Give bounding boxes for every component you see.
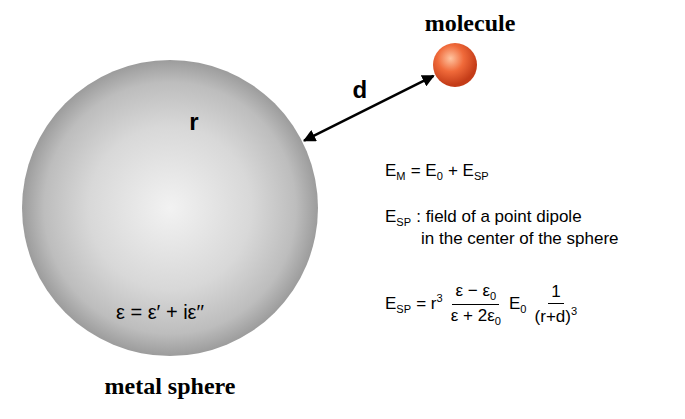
equation-term: ε + 2ε	[451, 306, 495, 325]
superscript: 3	[571, 305, 577, 317]
numerator: ε − ε0	[452, 281, 499, 305]
equation-term: (r+d)	[535, 307, 571, 326]
sphere-body	[433, 43, 477, 87]
subscript: M	[396, 170, 405, 182]
subscript: 0	[520, 303, 526, 315]
equation-term: = E	[411, 161, 437, 180]
molecule-caption: molecule	[425, 10, 516, 37]
equation-term: = r	[416, 294, 436, 313]
field-sum-equation: EM = E0 + ESP	[385, 161, 489, 183]
equation-term: E	[385, 294, 396, 313]
distance-arrow	[304, 76, 433, 141]
field-definition-note: ESP : field of a point dipole	[385, 207, 582, 229]
equation-term: E	[509, 294, 520, 313]
subscript: SP	[396, 303, 411, 315]
fraction: ε − ε0ε + 2ε0	[448, 281, 504, 328]
subscript: SP	[396, 216, 411, 228]
fraction: 1 (r+d)3	[532, 282, 581, 328]
equation-term: E	[385, 161, 396, 180]
subscript: 0	[490, 290, 496, 302]
equation-term: 1	[551, 282, 560, 301]
molecule-sphere: molecule	[433, 43, 477, 87]
sphere-caption: metal sphere	[105, 373, 236, 400]
field-definition-note: in the center of the sphere	[421, 229, 619, 249]
denominator: ε + 2ε0	[448, 305, 504, 328]
metal-sphere: ε = ε′ + iε′′metal sphere	[22, 60, 318, 356]
denominator: (r+d)3	[532, 304, 581, 328]
equation-term: in the center of the sphere	[421, 229, 619, 248]
equation-term: : field of a point dipole	[416, 207, 581, 226]
equation-term: E	[385, 207, 396, 226]
subscript: 0	[437, 170, 443, 182]
superscript: 3	[437, 292, 443, 304]
equation-term: ε − ε	[455, 281, 490, 300]
shape-outline	[433, 43, 477, 87]
subscript: 0	[495, 315, 501, 327]
sphere-body	[22, 60, 318, 356]
permittivity-formula: ε = ε′ + iε′′	[116, 301, 204, 324]
numerator: 1	[548, 282, 563, 304]
distance-symbol: d	[352, 76, 367, 104]
subscript: SP	[474, 170, 489, 182]
equation-term: + E	[448, 161, 474, 180]
dipole-field-equation: ESP= r3ε − ε0ε + 2ε0E01(r+d)3	[385, 281, 580, 328]
radius-symbol: r	[189, 108, 198, 136]
